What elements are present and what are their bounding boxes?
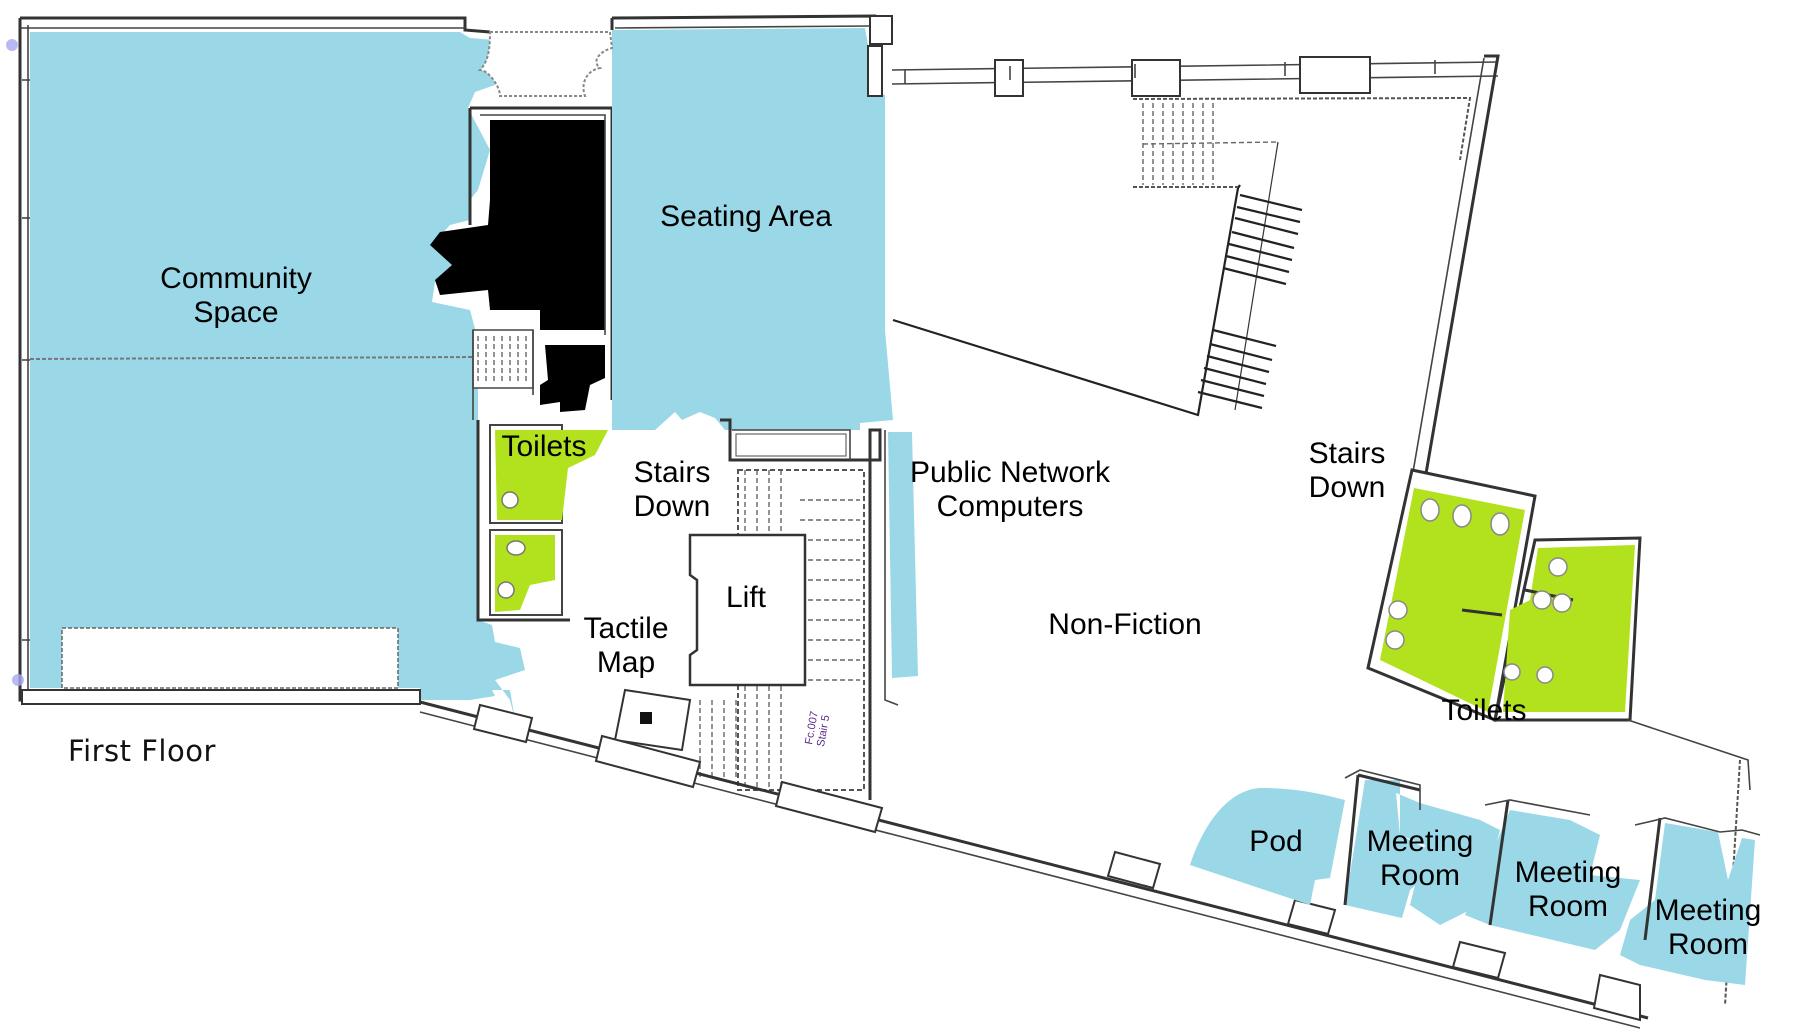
stair-core <box>613 418 918 800</box>
entrance-doors <box>477 31 614 97</box>
label-line: Pod <box>1249 825 1303 858</box>
label-non-fiction: Non-Fiction <box>1048 608 1201 642</box>
label-line: Down <box>633 490 711 523</box>
label-line: Meeting <box>1366 825 1474 858</box>
tactile-map-box[interactable] <box>613 688 692 752</box>
pod-zone[interactable] <box>1190 788 1345 905</box>
label-meeting-room-2: Meeting Room <box>1515 856 1622 924</box>
label-tactile-map: Tactile Map <box>583 612 668 680</box>
label-line: Room <box>1667 928 1749 961</box>
label-line: Toilets <box>1441 694 1527 727</box>
label-stairs-down-center: Stairs Down <box>634 456 711 524</box>
label-meeting-room-3: Meeting Room <box>1655 894 1762 962</box>
south-wall <box>419 700 1649 1029</box>
atrium-void <box>892 96 1472 417</box>
stair-tag: Fc.007 Stair 5 <box>803 707 833 747</box>
lift-box[interactable] <box>688 533 807 687</box>
meeting-room-2-zone[interactable] <box>1465 799 1640 950</box>
north-wall <box>891 54 1500 521</box>
label-line: Stairs <box>633 456 711 489</box>
floor-title: First Floor <box>68 734 216 768</box>
label-seating-area: Seating Area <box>660 200 832 234</box>
label-stairs-down-right: Stairs Down <box>1309 437 1386 505</box>
label-line: Space <box>193 296 279 329</box>
label-lift: Lift <box>726 581 766 615</box>
label-line: Room <box>1379 859 1461 892</box>
toilets-left-zone[interactable] <box>476 420 608 622</box>
label-line: Seating Area <box>660 200 832 233</box>
label-line: Map <box>596 646 656 679</box>
toilets-right-zone[interactable] <box>1366 468 1751 1006</box>
label-line: Toilets <box>501 430 587 463</box>
label-line: Lift <box>725 581 767 614</box>
label-line: Meeting <box>1514 856 1622 889</box>
label-line: Computers <box>936 490 1084 523</box>
seating-area-zone[interactable] <box>610 14 893 430</box>
community-space-area[interactable] <box>29 32 525 720</box>
label-line: Tactile <box>583 612 669 645</box>
meeting-room-3-zone[interactable] <box>1620 817 1755 985</box>
label-public-network-computers: Public Network Computers <box>910 456 1110 524</box>
label-toilets-right: Toilets <box>1441 694 1526 728</box>
label-line: Meeting <box>1654 894 1762 927</box>
public-network-computers-strip[interactable] <box>888 432 918 678</box>
label-meeting-room-1: Meeting Room <box>1367 825 1474 893</box>
meeting-room-1-zone[interactable] <box>1343 773 1500 925</box>
label-line: Community <box>160 262 312 295</box>
label-line: Down <box>1308 471 1386 504</box>
label-line: Non-Fiction <box>1048 608 1202 641</box>
label-pod: Pod <box>1249 825 1302 859</box>
label-toilets-left: Toilets <box>501 430 586 464</box>
label-line: Public Network <box>909 456 1111 489</box>
label-line: Stairs <box>1308 437 1386 470</box>
label-community-space: Community Space <box>160 262 312 330</box>
label-line: Room <box>1527 890 1609 923</box>
